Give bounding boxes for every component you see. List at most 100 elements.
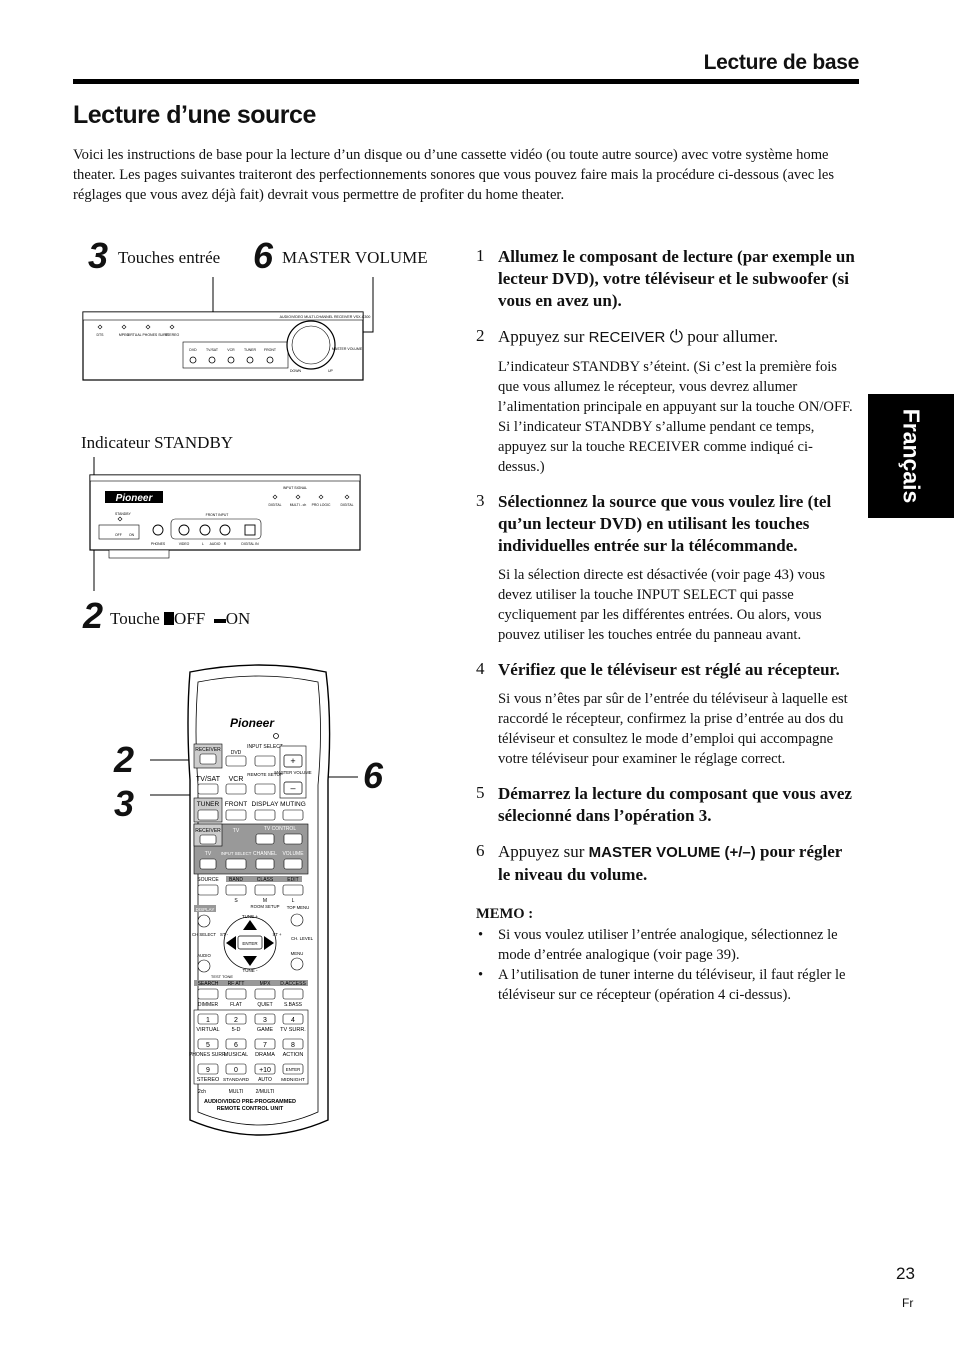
on-symbol-icon xyxy=(213,619,226,623)
remote-sbass-label: S.BASS xyxy=(284,1002,303,1008)
volume-down-text: DOWN xyxy=(290,369,302,373)
remote-key-7[interactable] xyxy=(254,1038,276,1050)
remote-mode-musical: MUSICAL xyxy=(224,1052,248,1058)
remote-channel-down-button[interactable] xyxy=(255,858,275,870)
indicator-mpeg: MPEG xyxy=(119,333,130,337)
jack-digital-in: DIGITAL IN xyxy=(241,542,259,546)
remote-mode-action: ACTION xyxy=(283,1052,304,1058)
remote-tv-volume-up-button[interactable] xyxy=(283,833,303,845)
remote-input-select-button[interactable] xyxy=(254,755,276,767)
remote-footer-line-2: REMOTE CONTROL UNIT xyxy=(217,1106,284,1112)
remote-footer-line-1: AUDIO/VIDEO PRE-PROGRAMMED xyxy=(204,1099,296,1105)
remote-control-illustration: Pioneer RECEIVER DVD INPUT SELECT + – MA… xyxy=(150,664,358,1136)
jack-video: VIDEO xyxy=(179,542,190,546)
remote-volume-up-button[interactable] xyxy=(283,754,303,768)
remote-st-plus-label: ST + xyxy=(272,932,282,937)
jack-l: L xyxy=(202,542,204,546)
remote-tv-volume-down-button[interactable] xyxy=(283,858,303,870)
indicator-virtual: VIRTUAL PHONES SURR. xyxy=(127,333,169,337)
remote-dvd-label: DVD xyxy=(231,750,242,756)
remote-display-button-2[interactable] xyxy=(197,914,211,928)
remote-dimmer-button[interactable] xyxy=(197,988,219,1000)
remote-key-6[interactable] xyxy=(225,1038,247,1050)
remote-remote-setup-label: REMOTE SETUP xyxy=(247,772,283,777)
remote-key-5[interactable] xyxy=(197,1038,219,1050)
step-title: Allumez le composant de lecture (par exe… xyxy=(498,247,855,310)
remote-remote-setup-button[interactable] xyxy=(254,783,276,795)
remote-tv-input-button[interactable] xyxy=(225,858,247,870)
step-4: 4 Vérifiez que le téléviseur est réglé a… xyxy=(476,659,856,769)
remote-num-8: 8 xyxy=(291,1042,295,1049)
remote-channel-label: CHANNEL xyxy=(253,851,277,857)
remote-receiver-power-button[interactable] xyxy=(199,753,217,765)
remote-receiver-button-2[interactable] xyxy=(199,834,217,845)
front-input-text: FRONT INPUT xyxy=(206,513,229,517)
remote-flat-button[interactable] xyxy=(225,988,247,1000)
remote-num-0: 0 xyxy=(234,1067,238,1074)
remote-source-button[interactable] xyxy=(197,884,219,896)
intro-paragraph: Voici les instructions de base pour la l… xyxy=(73,147,835,203)
remote-l-label: L xyxy=(292,898,295,904)
standby-off-text: OFF xyxy=(115,533,122,537)
remote-enter-label: ENTER xyxy=(242,941,258,946)
remote-class-button[interactable] xyxy=(254,884,276,896)
language-tab[interactable]: Français xyxy=(868,394,954,518)
remote-quiet-button[interactable] xyxy=(254,988,276,1000)
callout-standby-indicator: Indicateur STANDBY xyxy=(81,433,234,452)
remote-key-2[interactable] xyxy=(225,1013,247,1025)
step-number: 3 xyxy=(476,491,485,510)
remote-quiet-label: QUIET xyxy=(257,1002,272,1008)
remote-display-button[interactable] xyxy=(254,809,276,821)
standby-text: STANDBY xyxy=(115,512,132,516)
remote-volume-down-button[interactable] xyxy=(283,781,303,795)
remote-master-volume-label: MASTER VOLUME xyxy=(274,770,311,775)
remote-key-4[interactable] xyxy=(282,1013,304,1025)
step-3: 3 Sélectionnez la source que vous voulez… xyxy=(476,491,856,645)
remote-num-2: 2 xyxy=(234,1017,238,1024)
remote-receiver-label-2: RECEIVER xyxy=(195,828,221,834)
callout-on-text: ON xyxy=(225,609,251,628)
remote-num-enter: ENTER xyxy=(286,1067,301,1072)
remote-mode-2multi: 2/MULTI xyxy=(256,1089,275,1095)
remote-mode-tv-surr: TV SURR. xyxy=(280,1027,306,1033)
jack-r: R xyxy=(224,542,227,546)
remote-key-3[interactable] xyxy=(254,1013,276,1025)
remote-mode-auto: AUTO xyxy=(258,1077,272,1083)
remote-edit-button[interactable] xyxy=(282,884,304,896)
remote-vcr-button[interactable] xyxy=(225,783,247,795)
remote-key-8[interactable] xyxy=(282,1038,304,1050)
remote-mode-2ch: 2ch xyxy=(198,1089,206,1095)
remote-audio-button[interactable] xyxy=(197,959,211,973)
callout-number-6: 6 xyxy=(253,235,274,276)
step-title: Sélectionnez la source que vous voulez l… xyxy=(498,492,832,555)
remote-tuner-button[interactable] xyxy=(197,809,219,821)
remote-key-enter[interactable] xyxy=(282,1063,304,1075)
page-language: Fr xyxy=(902,1296,914,1310)
remote-band-button[interactable] xyxy=(225,884,247,896)
callout-input-keys: Touches entrée xyxy=(118,248,221,267)
remote-ch-level-minus-button[interactable] xyxy=(290,957,304,971)
remote-test-tone-label: TEST TONE xyxy=(211,974,234,979)
remote-edit-label: EDIT xyxy=(287,877,298,883)
step-title: Vérifiez que le téléviseur est réglé au … xyxy=(498,660,840,679)
step-title: Appuyez sur MASTER VOLUME (+/–) pour rég… xyxy=(498,841,856,886)
remote-key-1[interactable] xyxy=(197,1013,219,1025)
input-front: FRONT xyxy=(264,348,277,352)
remote-top-menu-button[interactable] xyxy=(290,913,304,927)
remote-channel-up-button[interactable] xyxy=(255,833,275,845)
remote-key-9[interactable] xyxy=(197,1063,219,1075)
remote-class-label: CLASS xyxy=(257,877,274,883)
remote-tvsat-button[interactable] xyxy=(197,783,219,795)
remote-sbass-button[interactable] xyxy=(282,988,304,1000)
remote-muting-button[interactable] xyxy=(282,809,304,821)
remote-key-0[interactable] xyxy=(225,1063,247,1075)
input-tvsat: TV/SAT xyxy=(206,348,219,352)
remote-dvd-button[interactable] xyxy=(225,755,247,767)
master-volume-key-label: MASTER VOLUME (+/–) xyxy=(588,844,756,861)
remote-front-button[interactable] xyxy=(225,809,247,821)
volume-up-text: UP xyxy=(328,369,334,373)
remote-enter-button[interactable] xyxy=(237,935,263,950)
remote-tv-power-button[interactable] xyxy=(199,858,217,870)
remote-key-plus10[interactable] xyxy=(254,1063,276,1075)
remote-num-4: 4 xyxy=(291,1017,295,1024)
